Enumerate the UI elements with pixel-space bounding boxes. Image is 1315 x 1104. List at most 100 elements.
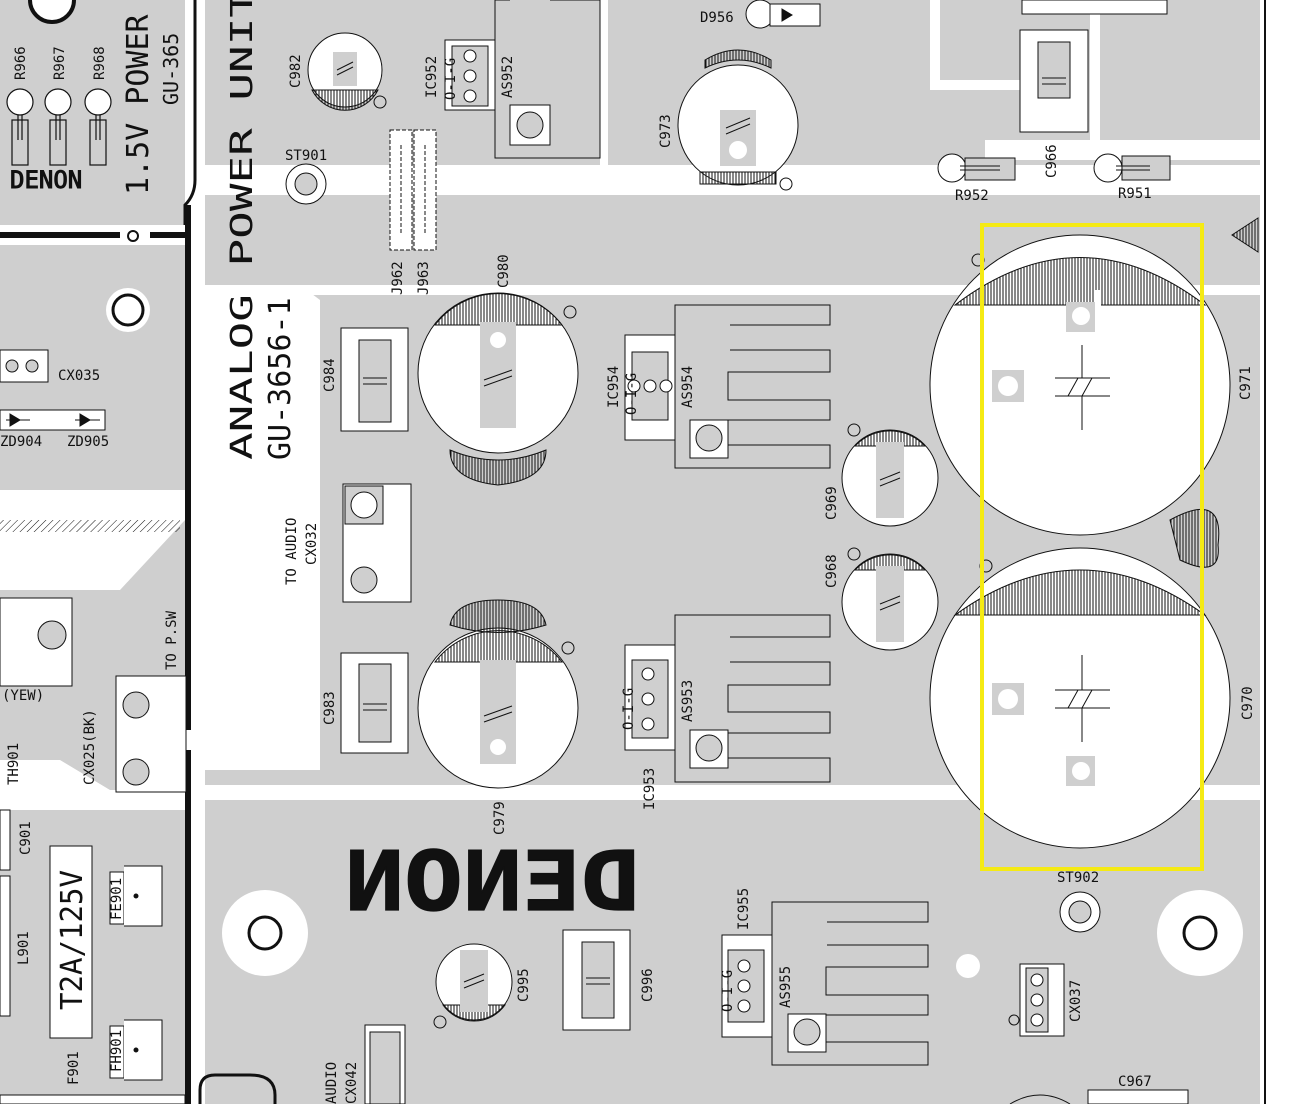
brand-logo-small: DENON: [10, 166, 83, 195]
regulator-ic953: [624, 614, 831, 783]
fuse-f901: [49, 845, 93, 1039]
resistor-r951: [1093, 153, 1171, 183]
fiducial-dot: [956, 954, 980, 978]
resistor-r952: [937, 153, 1016, 183]
label-r966: R966: [13, 46, 29, 80]
capacitor-c966: [1019, 29, 1089, 133]
svg-text:1.5V POWER UNIT: 1.5V POWER UNIT: [121, 0, 156, 195]
label-to-audio: TO AUDIO: [284, 518, 300, 585]
label-f901: F901: [66, 1051, 82, 1085]
label-c996: C996: [640, 968, 656, 1002]
label-cx025: CX025(BK): [82, 709, 98, 785]
label-c983: C983: [322, 691, 338, 725]
regulator-ic954: [624, 304, 831, 469]
label-audio: AUDIO: [324, 1062, 340, 1104]
label-r951: R951: [1118, 186, 1152, 202]
capacitor-c979: [417, 599, 579, 789]
label-c971: C971: [1238, 366, 1254, 400]
label-r952: R952: [955, 188, 989, 204]
capacitor-c967: [1009, 1089, 1189, 1104]
component-l901: [0, 875, 11, 1017]
fuse-holder-fe901: [109, 865, 163, 927]
capacitor-c971: [929, 234, 1231, 568]
label-j963: J963: [416, 261, 432, 295]
fuse-holder-fh901: [109, 1019, 163, 1081]
capacitor-c970: [929, 547, 1231, 849]
connector-yew: [0, 597, 73, 687]
mounting-hole-right: [1157, 890, 1243, 976]
label-ic955-pins: O-I-G: [720, 970, 736, 1012]
label-r968: R968: [92, 46, 108, 80]
label-d956: D956: [700, 10, 734, 26]
label-r967: R967: [52, 46, 68, 80]
board-outline: [0, 0, 1266, 1104]
left-bottom-pad: [0, 1094, 186, 1104]
board-code: GU-3656-1: [263, 297, 298, 460]
svg-text:GU-365: GU-365: [159, 33, 183, 105]
svg-text:DENON: DENON: [345, 835, 640, 930]
capacitor-c995: [433, 943, 513, 1029]
connector-cx025: [115, 675, 187, 793]
capacitor-c983: [340, 652, 409, 754]
label-zd904: ZD904: [0, 434, 42, 450]
highlight-box: [980, 223, 1204, 871]
label-st901: ST901: [285, 148, 327, 164]
svg-text:ANALOG POWER UNIT: ANALOG POWER UNIT: [225, 0, 260, 460]
label-fh901: FH901: [109, 1030, 125, 1072]
label-ic953: IC953: [642, 768, 658, 810]
fuse-rating: T2A/125V: [55, 870, 90, 1010]
svg-text:GU-3656-1: GU-3656-1: [263, 297, 298, 460]
label-ic952: IC952: [424, 56, 440, 98]
standoff-st902: [1059, 891, 1101, 933]
capacitor-c973: [677, 49, 799, 191]
label-ic955: IC955: [736, 888, 752, 930]
label-c979: C979: [492, 801, 508, 835]
connector-cx042: [364, 1024, 406, 1104]
jumpers-j962-j963: [389, 129, 437, 251]
connector-cx037: [1008, 963, 1065, 1037]
component-c901: [0, 809, 11, 871]
standoff-st901: [285, 163, 327, 205]
label-c973: C973: [658, 114, 674, 148]
label-c967: C967: [1118, 1074, 1152, 1090]
zener-zd904-zd905: [0, 409, 106, 431]
capacitor-c969: [841, 423, 939, 527]
label-c968: C968: [824, 554, 840, 588]
label-as955: AS955: [778, 966, 794, 1008]
diode-d956: [745, 0, 821, 29]
label-as952: AS952: [500, 56, 516, 98]
label-c970: C970: [1240, 686, 1256, 720]
label-as954: AS954: [680, 366, 696, 408]
label-c969: C969: [824, 486, 840, 520]
label-th901: TH901: [6, 743, 22, 785]
title-analog-power-unit: ANALOG POWER UNIT: [225, 0, 260, 460]
label-cx032: CX032: [304, 523, 320, 565]
label-ic954-pins: O-I-G: [624, 373, 640, 415]
connector-cx032: [342, 483, 412, 603]
title-15v-power-unit: 1.5V POWER UNIT: [121, 0, 156, 195]
label-fe901: FE901: [109, 878, 125, 920]
capacitor-c980: [417, 292, 579, 486]
regulator-ic952: [444, 0, 601, 159]
label-ic953-pins: O-I-G: [621, 688, 637, 730]
resistors-r966-r968: [6, 88, 112, 166]
svg-text:DENON: DENON: [10, 166, 82, 194]
mounting-hole-center: [222, 890, 308, 976]
label-ic954: IC954: [606, 366, 622, 408]
capacitor-c984: [340, 327, 409, 432]
label-yew: (YEW): [2, 688, 44, 704]
label-c980: C980: [496, 254, 512, 288]
arrow-marker: [1231, 217, 1259, 253]
label-c995: C995: [516, 968, 532, 1002]
label-cx035: CX035: [58, 368, 100, 384]
board-code-partial: GU-365: [159, 33, 183, 105]
label-c982: C982: [288, 54, 304, 88]
connector-cx035: [0, 349, 49, 383]
label-c901: C901: [18, 821, 34, 855]
label-j962: J962: [390, 261, 406, 295]
top-right-block: [1021, 0, 1168, 15]
label-c984: C984: [322, 358, 338, 392]
label-cx042: CX042: [344, 1062, 360, 1104]
hatched-edge: [0, 520, 180, 532]
